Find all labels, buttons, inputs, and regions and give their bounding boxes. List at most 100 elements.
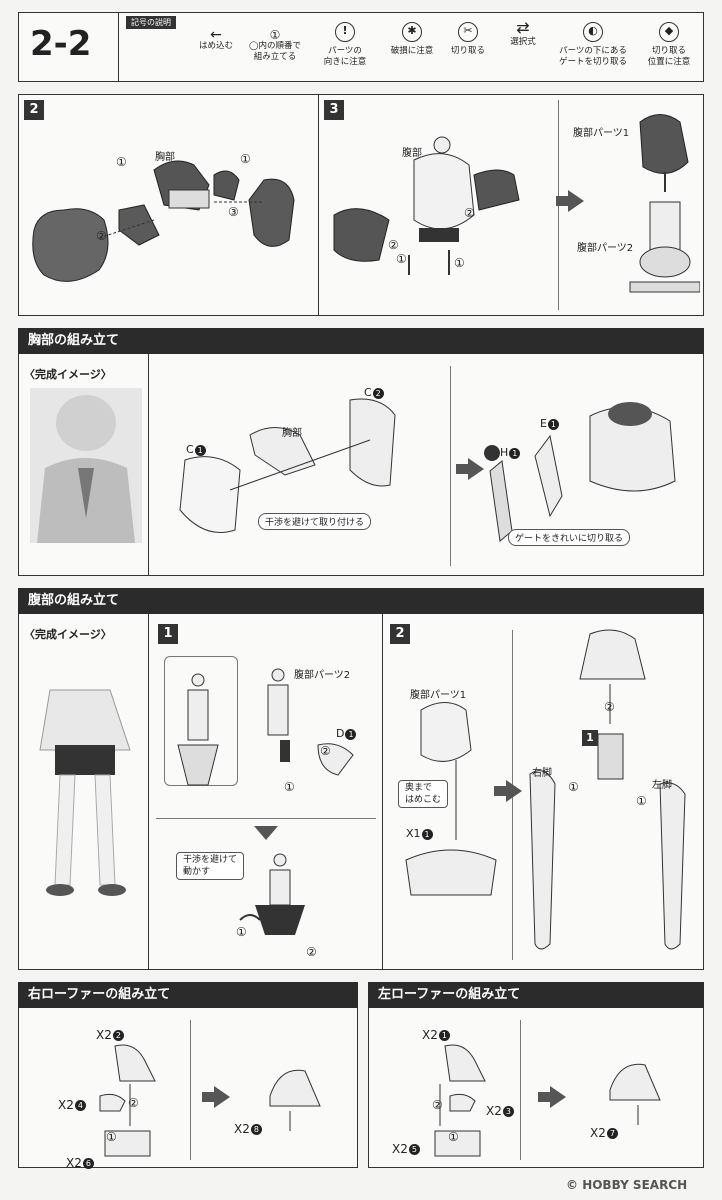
waist-title: 腹部の組み立て [18,588,704,614]
legend-cut: ✂ 切り取る [450,22,485,56]
chest-step-b-illustration [484,402,676,542]
step-2-order-1b: ① [240,152,251,166]
loafer-left-order-1: ① [448,1130,459,1144]
loafer-right-order-2: ② [128,1096,139,1110]
chest-label: 胸部 [282,428,302,439]
step-3-order-1b: ① [454,256,465,270]
waist-step2-sub-number: 1 [582,730,598,746]
loafer-left-parts-illustration [434,1044,486,1157]
waist-step2-result-illustration [529,629,686,950]
legend-insert: ← はめ込む [186,27,246,52]
step-2-number: 2 [24,100,44,120]
legend-gate-cut: ◐ パーツの下にある ゲートを切り取る [558,22,627,67]
waist-divider-1 [148,614,149,970]
legend-choice: ⇄ 選択式 [496,18,550,48]
waist-step1-result-illustration [239,853,305,935]
loafer-left-result-illustration [609,1063,661,1125]
chest-divider-2 [450,366,451,566]
step-3-number: 3 [324,100,344,120]
waist-step2-left-leg: 左脚 [652,780,672,791]
order-number-icon: ① [269,28,281,42]
choice-arrows-icon: ⇄ [516,18,530,37]
step-3-illustration [333,136,520,275]
chest-complete-image [30,388,142,543]
waist-step-2-number: 2 [390,624,410,644]
loafer-left-next-arrow [538,1086,566,1108]
waist-step1-order-2: ② [320,744,331,758]
loafer-right-title: 右ローファーの組み立て [18,982,358,1008]
waist-complete-label: 〈完成イメージ〉 [24,628,112,641]
chest-next-arrow [456,458,484,480]
header-divider [118,12,119,82]
loafer-right-order-1: ① [106,1130,117,1144]
loafer-right-result-illustration [269,1069,321,1131]
chest-step-a-illustration [179,398,396,533]
step-3-waist-label: 腹部 [402,148,422,159]
step-2-order-3: ③ [228,205,239,219]
loafer-right-divider [190,1020,191,1160]
legend-cut-position: ◆ 切り取る 位置に注意 [647,22,691,67]
waist-step2-order-2: ② [604,700,615,714]
step-3-result-arrow [556,190,584,212]
waist-step1-illustration [177,668,354,786]
waist-step2-order-1a: ① [568,780,579,794]
waist-step1-down-arrow [254,826,278,840]
chest-divider [148,354,149,576]
panel-top-divider [318,94,319,316]
waist-step2-right-leg: 右脚 [532,768,552,779]
waist-step2-part1-label: 腹部パーツ1 [410,690,467,701]
legend-breakage: ✱ 破損に注意 [390,22,434,56]
waist-step-1-number: 1 [158,624,178,644]
waist-step2-illustration [405,702,497,896]
step-2-chest-label: 胸部 [155,152,175,163]
loafer-right-next-arrow [202,1086,230,1108]
loafer-right-parts-illustration [99,1044,156,1157]
step-3-result-illustration [629,114,700,293]
watermark-logo-icon: © [566,1178,578,1192]
waist-step1-order-1b: ① [236,925,247,939]
waist-step2-note-insert: 奥まで はめこむ [398,780,449,808]
legend-title: 記号の説明 [126,16,176,29]
loafer-left-divider [520,1020,521,1160]
step-2-illustration [32,160,295,282]
waist-step1-divider [156,818,376,819]
step-3-order-2b: ② [464,206,475,220]
chest-complete-label: 〈完成イメージ〉 [24,368,112,381]
chest-title: 胸部の組み立て [18,328,704,354]
legend-order: ① ◯内の順番で 組み立てる [240,28,310,63]
cut-position-icon: ◆ [659,22,679,42]
step-id: 2-2 [30,24,92,64]
step-2-order-1a: ① [116,155,127,169]
waist-step1-order-1: ① [284,780,295,794]
step-2-order-2: ② [96,229,107,243]
loafer-left-title: 左ローファーの組み立て [368,982,704,1008]
waist-step1-note: 干渉を避けて 動かす [176,852,245,880]
waist-step2-order-1b: ① [636,794,647,808]
step-3-order-2a: ② [388,238,399,252]
step-3-part2-label: 腹部パーツ2 [577,243,634,254]
insert-arrow-icon: ← [210,27,222,43]
step-3-order-1a: ① [396,252,407,266]
watermark: © HOBBY SEARCH [566,1178,688,1192]
loafer-left-order-2: ② [432,1098,443,1112]
step-3-part1-label: 腹部パーツ1 [573,128,630,139]
waist-step1-part2-label: 腹部パーツ2 [294,670,351,681]
breakage-warning-icon: ✱ [402,22,422,42]
waist-divider-2 [382,614,383,970]
chest-note-gate: ゲートをきれいに切り取る [508,529,631,546]
waist-step1-order-2b: ② [306,945,317,959]
gate-cut-icon: ◐ [583,22,603,42]
